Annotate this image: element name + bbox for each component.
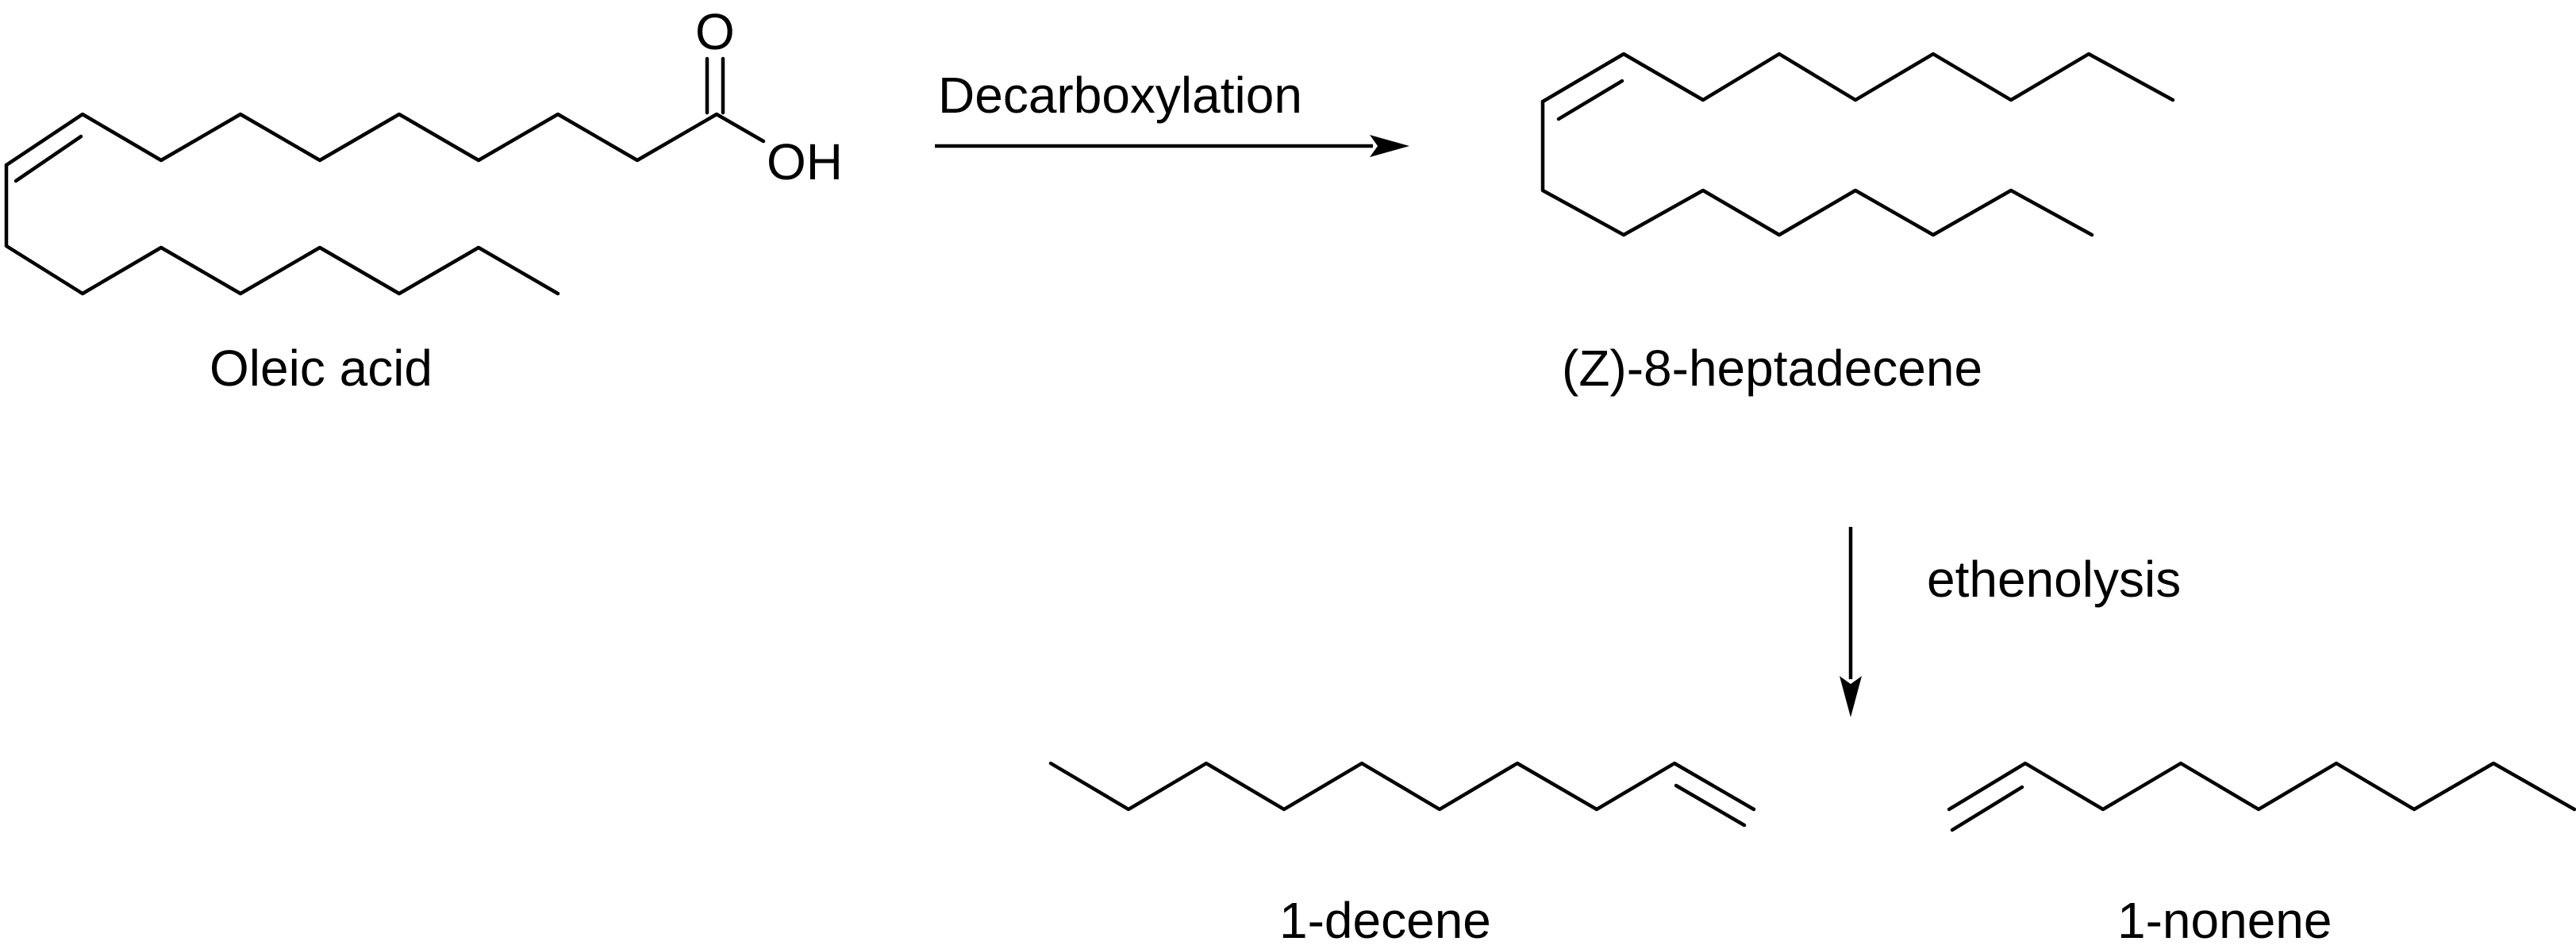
decene-name: 1-decene: [1279, 892, 1491, 949]
decarboxylation-label: Decarboxylation: [938, 67, 1302, 124]
heptadecene-upper-chain: [1540, 52, 2175, 104]
heptadecene-lower-chain: [1540, 99, 2094, 237]
oleic-acid-oxygen-label: O: [695, 3, 735, 60]
ethenolysis-arrow: [1840, 527, 1862, 717]
nonene-chain: [1947, 761, 2576, 812]
decarboxylation-arrow: [935, 135, 1409, 157]
oleic-acid-upper-chain: [4, 112, 719, 167]
oleic-acid-lower-chain: [4, 163, 560, 296]
nonene-structure: [1947, 761, 2576, 832]
heptadecene-structure: [1540, 52, 2175, 237]
ethenolysis-arrowhead: [1840, 676, 1862, 717]
heptadecene-cis-double-bond: [1556, 79, 1624, 121]
oleic-acid-hydroxyl-label: OH: [767, 133, 843, 190]
oleic-acid-hydroxyl-bond: [714, 112, 766, 144]
decene-structure: [1048, 761, 1756, 828]
oleic-acid-name: Oleic acid: [210, 340, 433, 397]
decene-chain: [1048, 761, 1756, 812]
decene-terminal-double-bond: [1674, 783, 1747, 828]
heptadecene-name: (Z)-8-heptadecene: [1562, 340, 1983, 397]
oleic-acid-structure: [4, 56, 766, 296]
nonene-terminal-double-bond: [1950, 785, 2024, 832]
decarboxylation-arrowhead: [1370, 135, 1409, 157]
ethenolysis-label: ethenolysis: [1927, 551, 2182, 608]
oleic-acid-cis-double-bond: [13, 134, 83, 183]
nonene-name: 1-nonene: [2117, 892, 2332, 949]
